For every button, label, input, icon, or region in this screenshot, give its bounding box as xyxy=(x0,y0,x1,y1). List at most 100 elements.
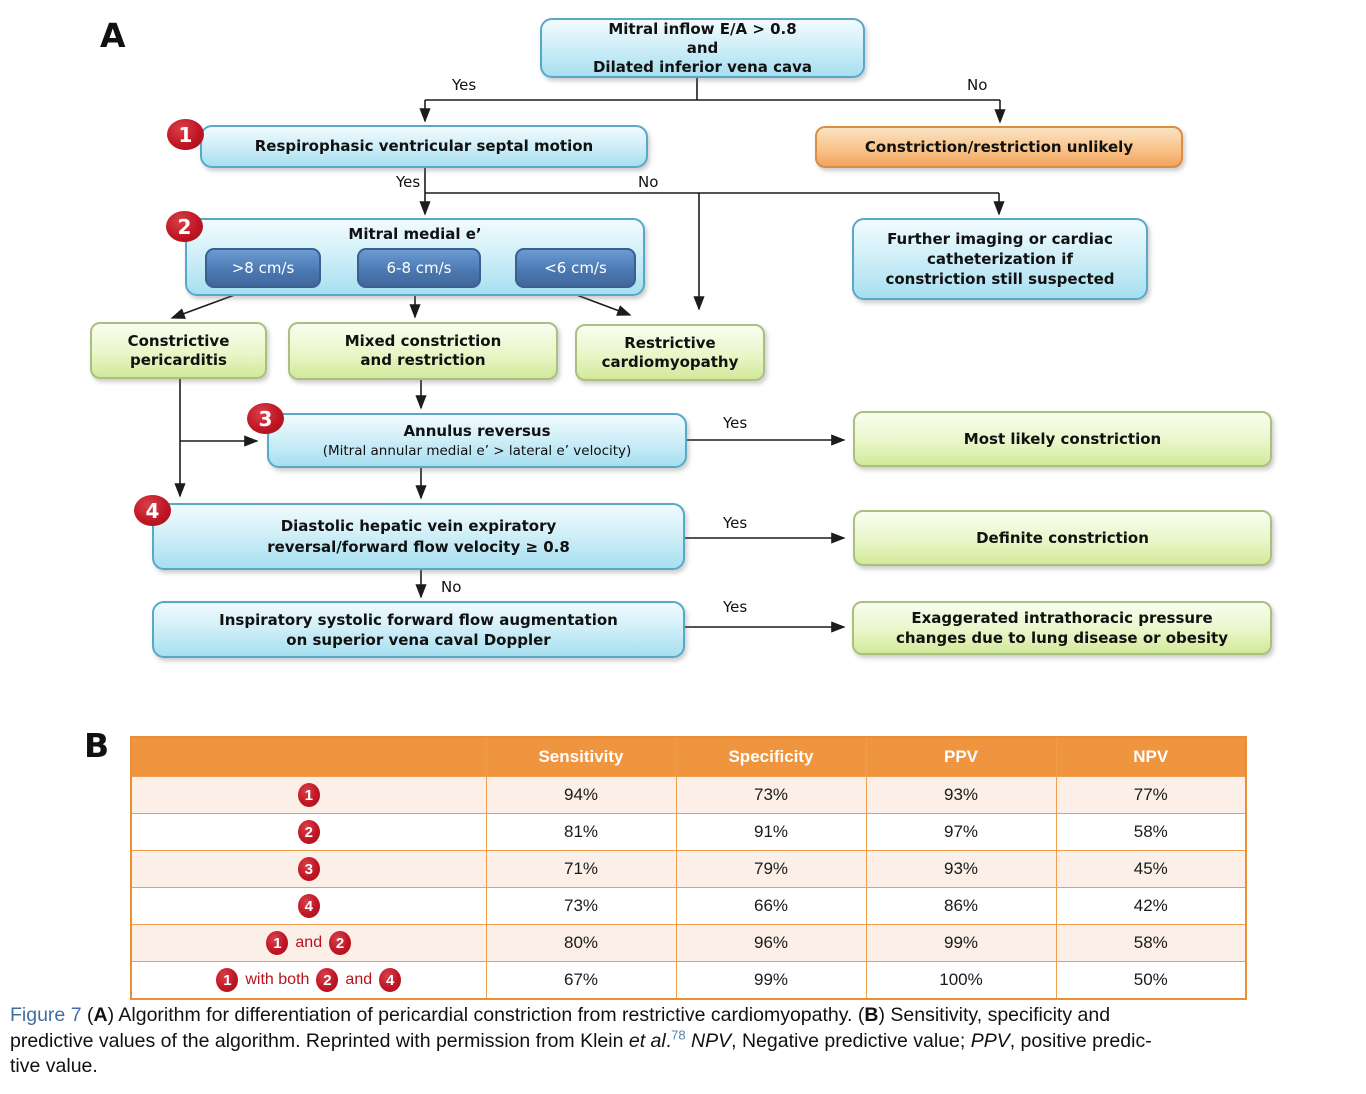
node-mitral-inflow: Mitral inflow E/A > 0.8 and Dilated infe… xyxy=(540,18,865,78)
column-header xyxy=(130,736,487,777)
step-badge: 2 xyxy=(329,931,352,955)
node-text: Diastolic hepatic vein expiratory revers… xyxy=(267,516,570,556)
column-header: Sensitivity xyxy=(485,736,677,777)
node-hepatic-vein-reversal: Diastolic hepatic vein expiratory revers… xyxy=(152,503,685,570)
node-svc-doppler: Inspiratory systolic forward flow augmen… xyxy=(152,601,685,658)
value-cell: 66% xyxy=(675,887,867,925)
row-label: 1 with both 2 and 4 xyxy=(130,961,487,1000)
value-cell: 97% xyxy=(865,813,1057,851)
figure-caption: Figure 7 (A) Algorithm for differentiati… xyxy=(10,1003,1360,1080)
value-cell: 77% xyxy=(1055,776,1247,814)
step-badge: 3 xyxy=(297,857,320,881)
row-label: 1 and 2 xyxy=(130,924,487,962)
column-header: Specificity xyxy=(675,736,867,777)
column-header: PPV xyxy=(865,736,1057,777)
step-1-badge: 1 xyxy=(167,119,204,150)
node-mitral-medial-e: Mitral medial e’ >8 cm/s 6-8 cm/s <6 cm/… xyxy=(185,218,645,296)
caption-line: Figure 7 (A) Algorithm for differentiati… xyxy=(10,1004,1111,1026)
node-subtitle: (Mitral annular medial e’ > lateral e’ v… xyxy=(322,442,632,459)
value-cell: 42% xyxy=(1055,887,1247,925)
value-cell: 50% xyxy=(1055,961,1247,1000)
row-label: 2 xyxy=(130,813,487,851)
node-title: Mitral medial e’ xyxy=(348,225,482,243)
node-text: Definite constriction xyxy=(976,528,1149,547)
node-text: Restrictive cardiomyopathy xyxy=(601,333,739,371)
column-header: NPV xyxy=(1055,736,1247,777)
value-cell: 58% xyxy=(1055,924,1247,962)
step-badge: 4 xyxy=(379,968,402,992)
table-row: 1 94%73%93%77% xyxy=(130,776,1247,814)
node-text: Constriction/restriction unlikely xyxy=(864,137,1134,156)
edge-label-yes-5: Yes xyxy=(723,598,748,616)
value-cell: 99% xyxy=(675,961,867,1000)
value-cell: 81% xyxy=(485,813,677,851)
value-cell: 58% xyxy=(1055,813,1247,851)
node-text: Mixed constriction and restriction xyxy=(344,332,502,369)
row-label-text: with both xyxy=(245,971,310,988)
value-cell: 99% xyxy=(865,924,1057,962)
step-badge: 1 xyxy=(216,968,239,992)
step-3-badge: 3 xyxy=(247,403,284,434)
node-text: Exaggerated intrathoracic pressure chang… xyxy=(896,609,1228,647)
chip-6-8: 6-8 cm/s xyxy=(357,248,481,288)
value-cell: 79% xyxy=(675,850,867,888)
chip-lt6: <6 cm/s xyxy=(515,248,636,288)
value-cell: 80% xyxy=(485,924,677,962)
row-label-text: and xyxy=(345,971,373,988)
edge-label-yes-4: Yes xyxy=(723,514,748,532)
node-most-likely-constriction: Most likely constriction xyxy=(853,411,1272,467)
value-cell: 93% xyxy=(865,850,1057,888)
step-badge: 2 xyxy=(297,820,320,844)
row-label: 3 xyxy=(130,850,487,888)
edge-label-no-3: No xyxy=(441,578,462,596)
node-mixed-constriction-restriction: Mixed constriction and restriction xyxy=(288,322,558,380)
node-title: Annulus reversus xyxy=(403,421,551,440)
value-cell: 71% xyxy=(485,850,677,888)
table-row: 4 73%66%86%42% xyxy=(130,887,1247,925)
edge-label-yes-1: Yes xyxy=(452,76,477,94)
value-cell: 96% xyxy=(675,924,867,962)
node-respirophasic-septal-motion: Respirophasic ventricular septal motion xyxy=(200,125,648,168)
row-label: 1 xyxy=(130,776,487,814)
row-label-text: and xyxy=(295,934,323,951)
value-cell: 73% xyxy=(675,776,867,814)
step-badge: 4 xyxy=(297,894,320,918)
value-cell: 100% xyxy=(865,961,1057,1000)
value-cell: 45% xyxy=(1055,850,1247,888)
value-cell: 91% xyxy=(675,813,867,851)
edge-label-no-1: No xyxy=(967,76,988,94)
node-restrictive-cardiomyopathy: Restrictive cardiomyopathy xyxy=(575,324,765,381)
node-text: Mitral inflow E/A > 0.8 and Dilated infe… xyxy=(592,19,813,76)
value-cell: 86% xyxy=(865,887,1057,925)
step-badge: 2 xyxy=(316,968,339,992)
node-annulus-reversus: Annulus reversus (Mitral annular medial … xyxy=(267,413,687,468)
node-text: Inspiratory systolic forward flow augmen… xyxy=(219,610,618,649)
node-constriction-restriction-unlikely: Constriction/restriction unlikely xyxy=(815,126,1183,168)
step-badge: 1 xyxy=(297,783,320,807)
value-cell: 73% xyxy=(485,887,677,925)
table-row: 3 71%79%93%45% xyxy=(130,850,1247,888)
table-row: 1 and 2 80%96%99%58% xyxy=(130,924,1247,962)
node-text: Constrictive pericarditis xyxy=(127,331,230,369)
caption-line: predictive values of the algorithm. Repr… xyxy=(10,1027,1152,1052)
step-4-badge: 4 xyxy=(134,495,171,526)
step-badge: 1 xyxy=(266,931,289,955)
node-text: Most likely constriction xyxy=(963,429,1162,448)
edge-label-yes-3: Yes xyxy=(723,414,748,432)
edge-label-no-2: No xyxy=(638,173,659,191)
edge-label-yes-2: Yes xyxy=(396,173,421,191)
node-text: Respirophasic ventricular septal motion xyxy=(254,137,594,155)
panel-b-label: B xyxy=(84,726,110,765)
value-cell: 93% xyxy=(865,776,1057,814)
node-intrathoracic-pressure: Exaggerated intrathoracic pressure chang… xyxy=(852,601,1272,655)
caption-line: tive value. xyxy=(10,1055,98,1077)
step-2-badge: 2 xyxy=(166,211,203,242)
value-cell: 94% xyxy=(485,776,677,814)
chip-gt8: >8 cm/s xyxy=(205,248,321,288)
row-label: 4 xyxy=(130,887,487,925)
value-cell: 67% xyxy=(485,961,677,1000)
